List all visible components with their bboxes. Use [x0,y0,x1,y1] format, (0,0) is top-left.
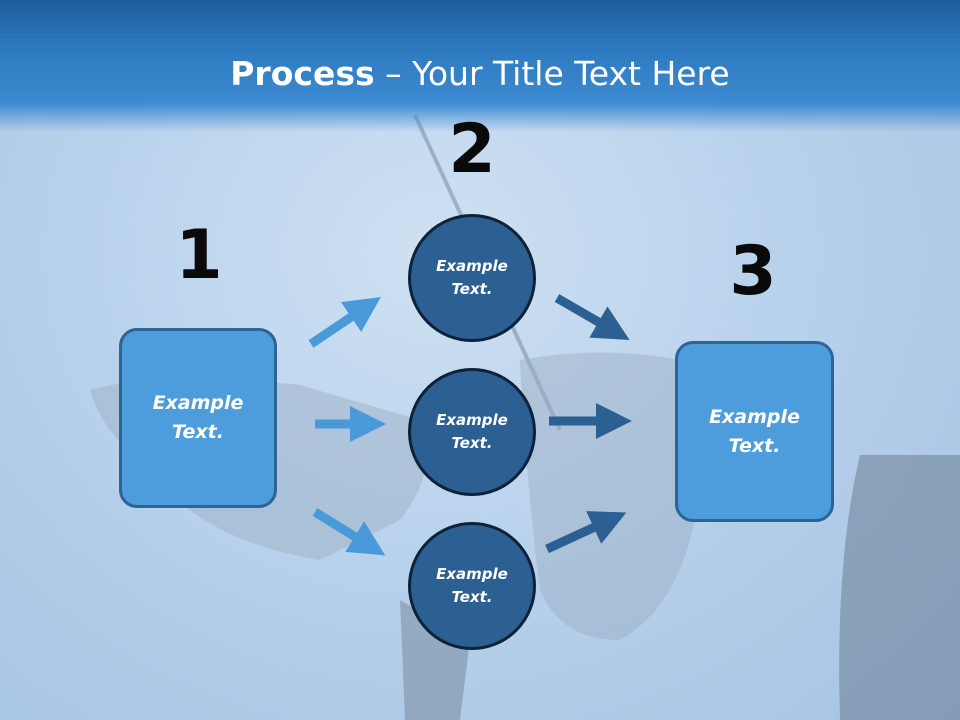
arrow-from-bottom-circle [545,511,627,554]
arrow-from-top-circle [554,294,630,341]
arrow-to-bottom-circle [312,508,386,556]
step-number-1: 1 [175,216,223,295]
circle-middle-label: Example Text. [436,411,508,452]
title-rest: – Your Title Text Here [374,54,730,93]
slide-title: Process – Your Title Text Here [0,52,960,96]
title-bold: Process [230,54,375,93]
step-number-3: 3 [729,232,777,311]
step-3-box: Example Text. [675,341,834,522]
step-2-circle-middle: Example Text. [408,368,536,496]
title-bar: Process – Your Title Text Here [0,0,960,132]
arrow-to-top-circle [308,296,381,348]
step-2-circle-top: Example Text. [408,214,536,342]
circle-top-label: Example Text. [436,257,508,298]
step-1-box: Example Text. [119,328,277,508]
step-1-label: Example Text. [152,392,244,443]
circle-bottom-label: Example Text. [436,565,508,606]
step-2-circle-bottom: Example Text. [408,522,536,650]
step-number-2: 2 [448,110,496,189]
step-3-label: Example Text. [709,405,800,457]
